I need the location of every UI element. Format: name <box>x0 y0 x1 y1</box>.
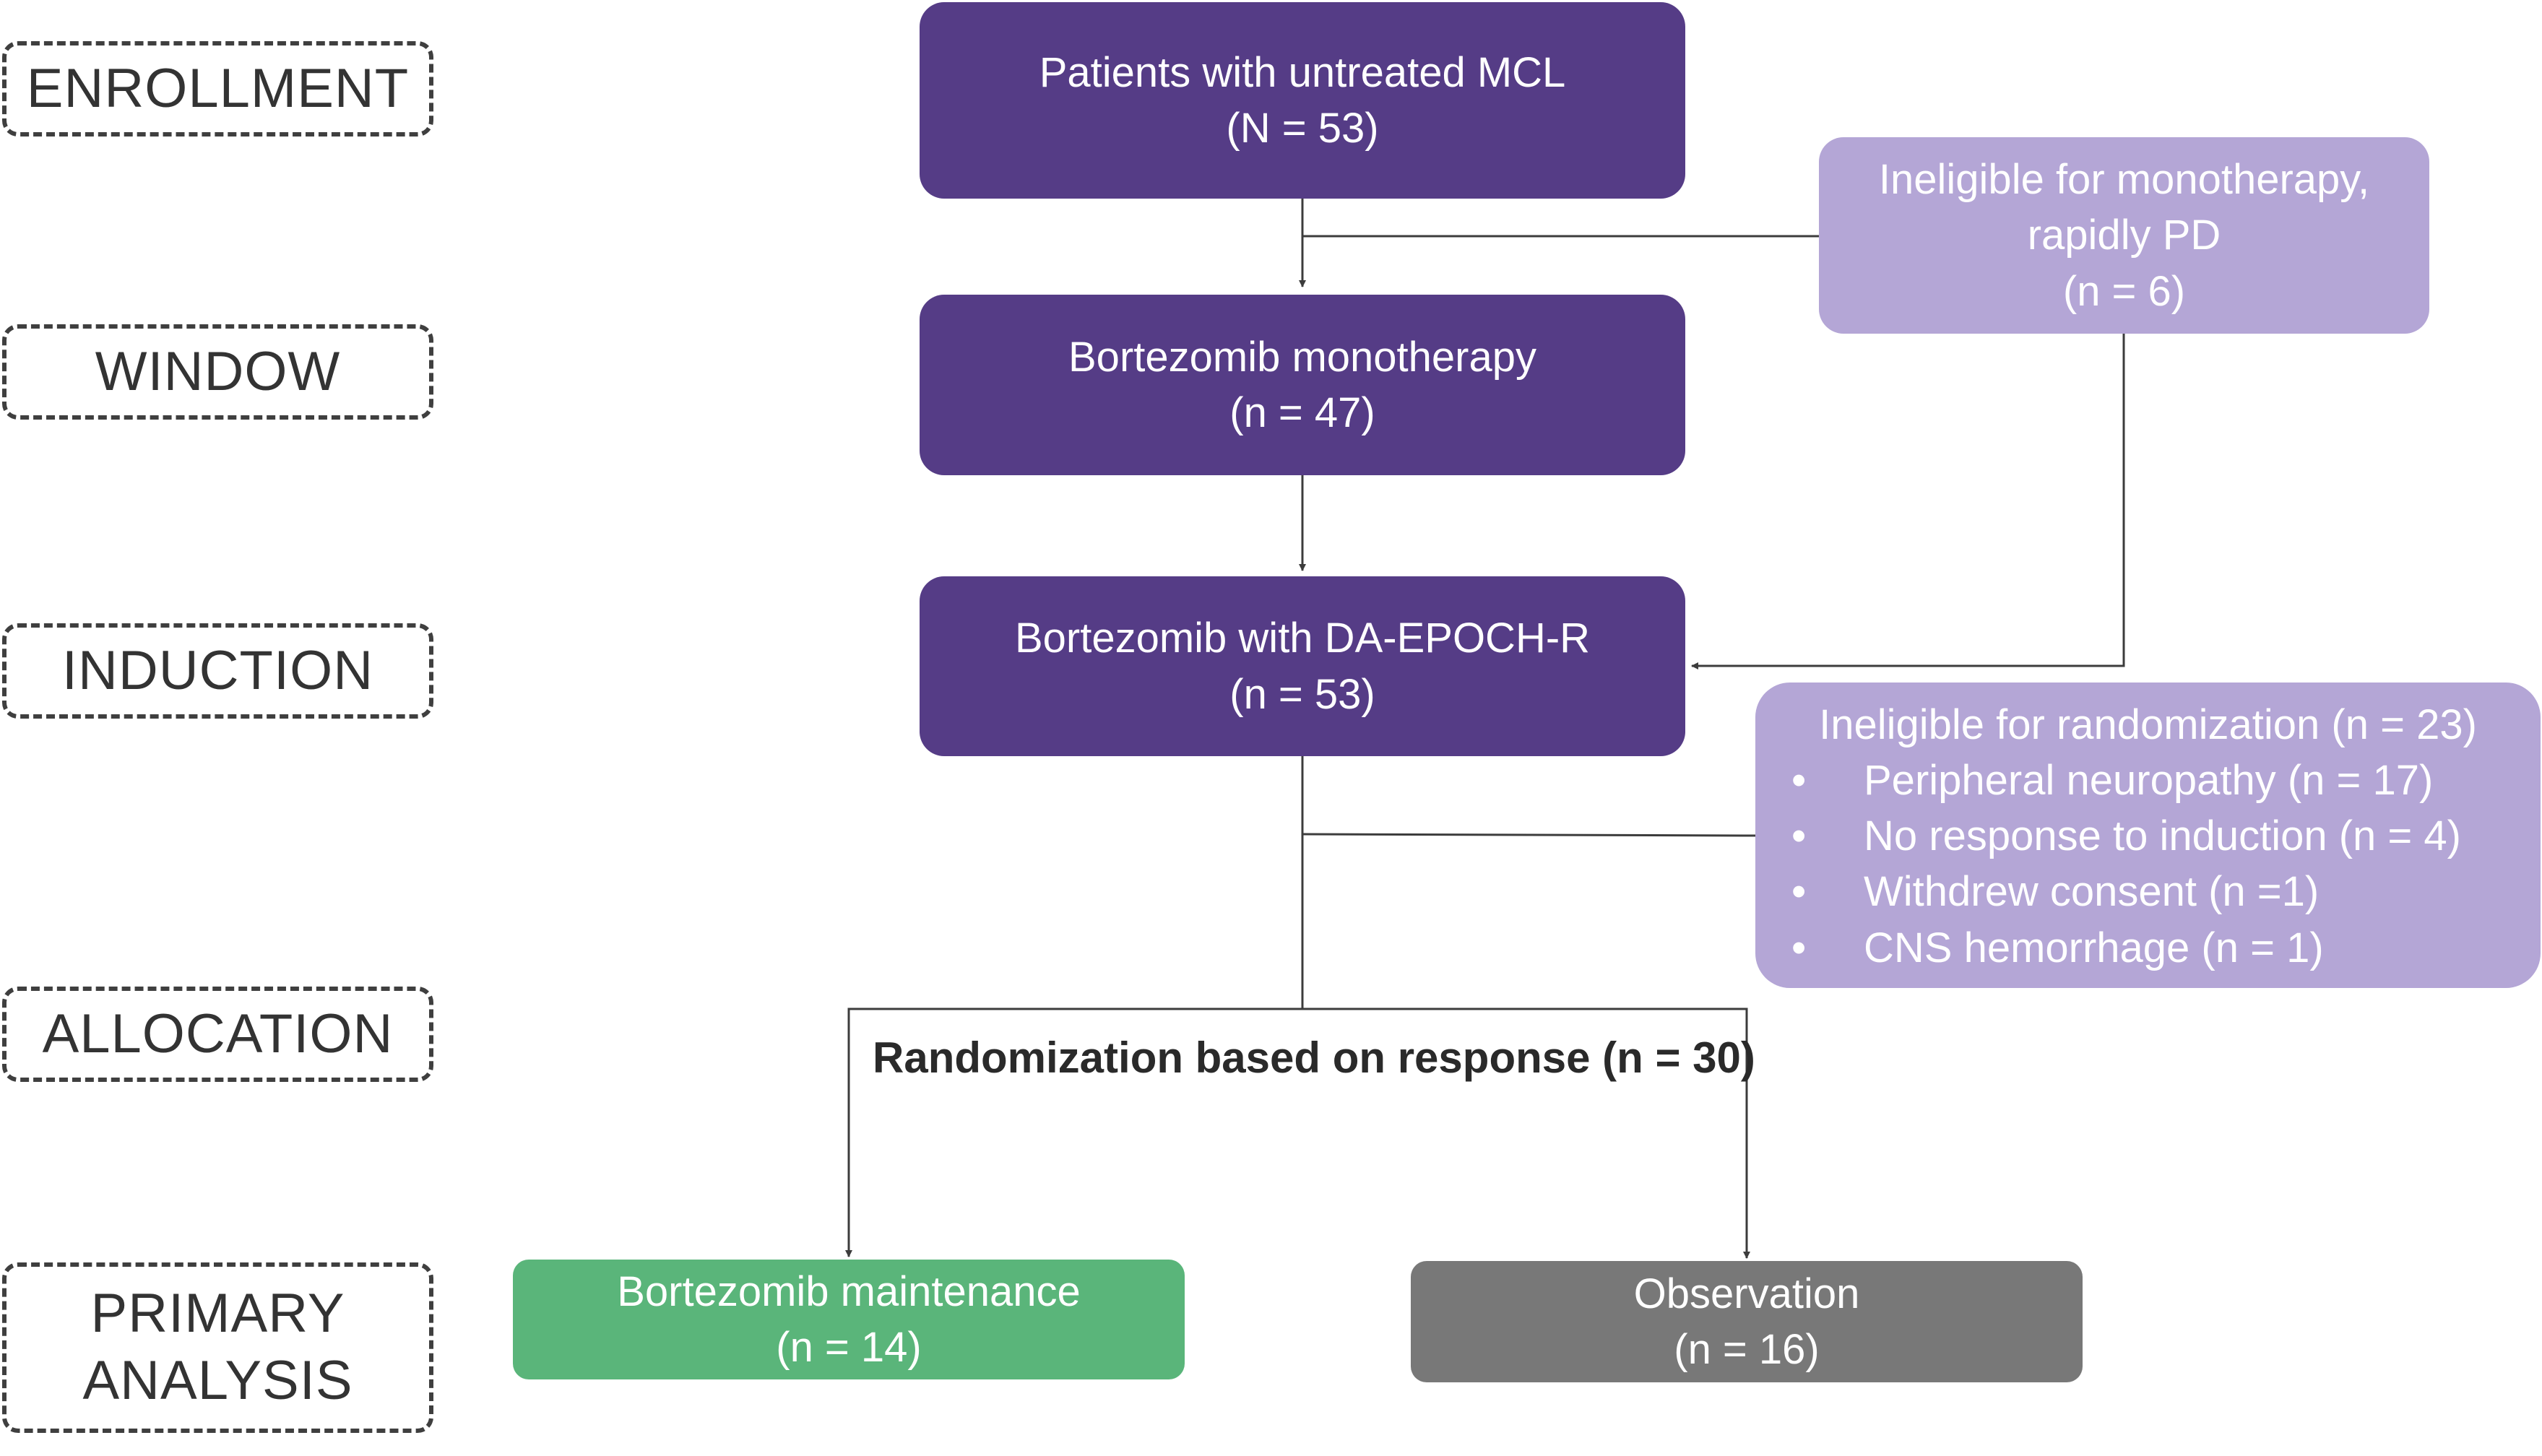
box-bortezomib-monotherapy: Bortezomib monotherapy (n = 47) <box>920 295 1685 475</box>
box-monotherapy-count: (n = 47) <box>1229 389 1375 436</box>
exclusion-randomization-title: Ineligible for randomization (n = 23) <box>1819 701 2477 748</box>
box-monotherapy-title: Bortezomib monotherapy <box>1068 333 1536 381</box>
stage-induction-label: INDUCTION <box>61 639 374 701</box>
randomization-label: Randomization based on response (n = 30) <box>873 1034 1755 1082</box>
exclusion-reason-text: Withdrew consent (n =1) <box>1864 868 2320 916</box>
exclusion-monotherapy-count: (n = 6) <box>2062 267 2186 315</box>
box-observation: Observation (n = 16) <box>1411 1261 2083 1382</box>
box-induction-title: Bortezomib with DA-EPOCH-R <box>1014 615 1591 662</box>
box-induction-count: (n = 53) <box>1229 670 1375 718</box>
stage-window-label: WINDOW <box>95 340 341 402</box>
box-enrolled-patients: Patients with untreated MCL (N = 53) <box>920 2 1685 199</box>
bullet-icon: • <box>1791 924 1807 971</box>
connector-randomization-to-observation <box>1302 1008 1750 1259</box>
exclusion-monotherapy-line2: rapidly PD <box>2027 212 2221 259</box>
bullet-icon: • <box>1791 757 1807 805</box>
exclusion-reason-text: Peripheral neuropathy (n = 17) <box>1864 757 2434 805</box>
box-exclusion-randomization: Ineligible for randomization (n = 23) • … <box>1755 682 2541 988</box>
box-enrolled-title: Patients with untreated MCL <box>1039 48 1566 96</box>
stage-enrollment: ENROLLMENT <box>2 41 433 136</box>
exclusion-reason-item: • No response to induction (n = 4) <box>1777 808 2519 864</box>
stage-allocation-label: ALLOCATION <box>42 1002 394 1065</box>
stage-allocation: ALLOCATION <box>2 987 433 1082</box>
stage-window: WINDOW <box>2 324 433 420</box>
exclusion-reason-item: • Peripheral neuropathy (n = 17) <box>1777 753 2519 808</box>
box-maintenance-count: (n = 14) <box>776 1324 922 1371</box>
stage-primary-label-line1: PRIMARY <box>90 1283 345 1345</box>
box-bortezomib-induction: Bortezomib with DA-EPOCH-R (n = 53) <box>920 576 1685 756</box>
box-exclusion-monotherapy: Ineligible for monotherapy, rapidly PD (… <box>1819 137 2429 334</box>
connector-randomization-to-maintenance <box>845 1008 1302 1257</box>
box-observation-count: (n = 16) <box>1674 1326 1820 1373</box>
stage-enrollment-label: ENROLLMENT <box>26 57 410 119</box>
exclusion-reason-text: CNS hemorrhage (n = 1) <box>1864 924 2324 971</box>
box-enrolled-count: (N = 53) <box>1226 105 1379 152</box>
stage-induction: INDUCTION <box>2 623 433 719</box>
bullet-icon: • <box>1791 868 1807 916</box>
box-observation-title: Observation <box>1633 1270 1860 1317</box>
box-bortezomib-maintenance: Bortezomib maintenance (n = 14) <box>513 1260 1185 1379</box>
exclusion-reason-text: No response to induction (n = 4) <box>1864 812 2461 860</box>
connector-monotherapy-exclusion-to-induction <box>1691 334 2125 670</box>
exclusion-monotherapy-line1: Ineligible for monotherapy, <box>1878 156 2370 204</box>
stage-primary-label-line2: ANALYSIS <box>82 1350 353 1411</box>
stage-primary-analysis: PRIMARY ANALYSIS <box>2 1262 433 1433</box>
bullet-icon: • <box>1791 812 1807 860</box>
box-maintenance-title: Bortezomib maintenance <box>617 1268 1081 1315</box>
connector-exclusion-randomization-branch <box>1302 833 1756 837</box>
exclusion-reason-item: • CNS hemorrhage (n = 1) <box>1777 920 2519 976</box>
exclusion-reason-item: • Withdrew consent (n =1) <box>1777 864 2519 919</box>
